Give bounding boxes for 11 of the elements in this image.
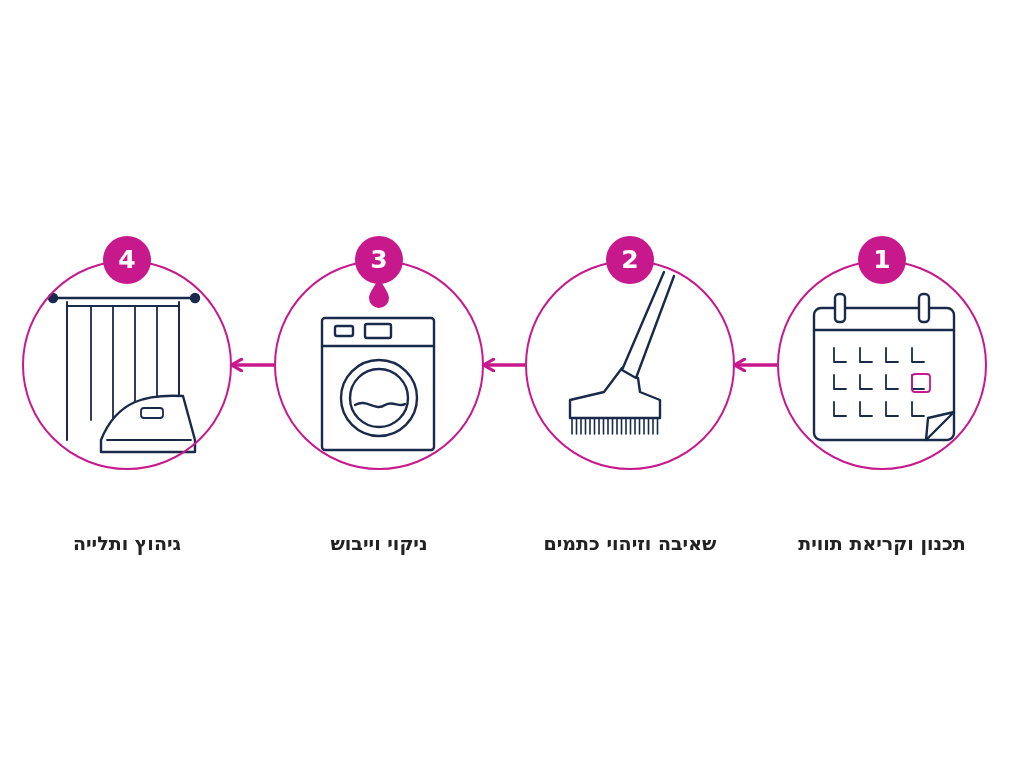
step-caption: ניקוי וייבוש <box>330 532 428 554</box>
step-number-badge: 3 <box>355 236 403 284</box>
step-number-badge: 2 <box>606 236 654 284</box>
step-caption: שאיבה וזיהוי כתמים <box>543 532 717 554</box>
step-number-badge: 4 <box>103 236 151 284</box>
step-caption: גיהוץ ותלייה <box>72 532 182 554</box>
arrow <box>229 357 274 373</box>
arrow <box>732 357 777 373</box>
step-number-badge: 1 <box>858 236 906 284</box>
step-caption: תכנון וקריאת תווית <box>798 532 966 554</box>
arrow <box>481 357 525 373</box>
